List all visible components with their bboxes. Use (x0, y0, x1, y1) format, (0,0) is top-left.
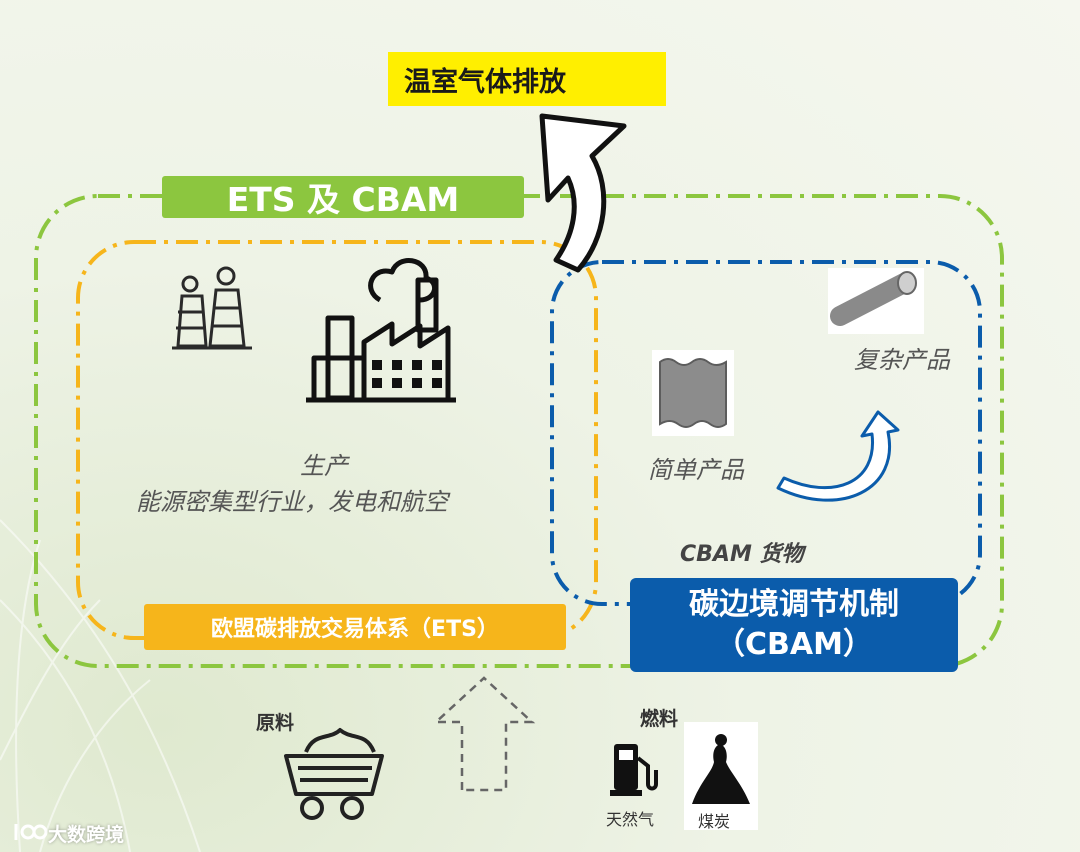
pipe-icon (828, 268, 924, 334)
ets-cbam-label: ETS 及 CBAM (162, 176, 524, 219)
cbam-box: 碳边境调节机制 （CBAM） (630, 578, 958, 672)
gas-pump-icon (610, 744, 658, 796)
chimney-icon (172, 266, 252, 350)
complex-product-label: 复杂产品 (854, 346, 950, 374)
mine-cart-icon (284, 728, 384, 820)
coal-pile-icon (692, 734, 750, 804)
watermark-icon (14, 824, 48, 840)
raw-materials-label: 原料 (256, 712, 295, 734)
coal-label: 煤炭 (698, 812, 731, 831)
cbam-box-line2: （CBAM） (715, 627, 873, 662)
watermark-text: 大数跨境 (48, 824, 125, 846)
factory-icon (306, 258, 456, 403)
production-title: 生产 (300, 452, 348, 480)
cbam-box-line1: 碳边境调节机制 (689, 587, 899, 622)
fuel-label: 燃料 (640, 708, 679, 730)
ets-label: 欧盟碳排放交易体系（ETS） (144, 604, 566, 650)
greenhouse-gas-label: 温室气体排放 (388, 52, 666, 106)
natural-gas-label: 天然气 (606, 810, 655, 829)
simple-product-label: 简单产品 (648, 456, 744, 484)
cbam-goods-label: CBAM 货物 (680, 542, 804, 567)
production-description: 能源密集型行业，发电和航空 (136, 488, 448, 516)
product-arrow (776, 410, 900, 502)
steel-sheet-icon (652, 350, 734, 436)
emission-arrow (539, 113, 627, 273)
input-arrow (432, 676, 536, 792)
coal-card (684, 722, 758, 830)
